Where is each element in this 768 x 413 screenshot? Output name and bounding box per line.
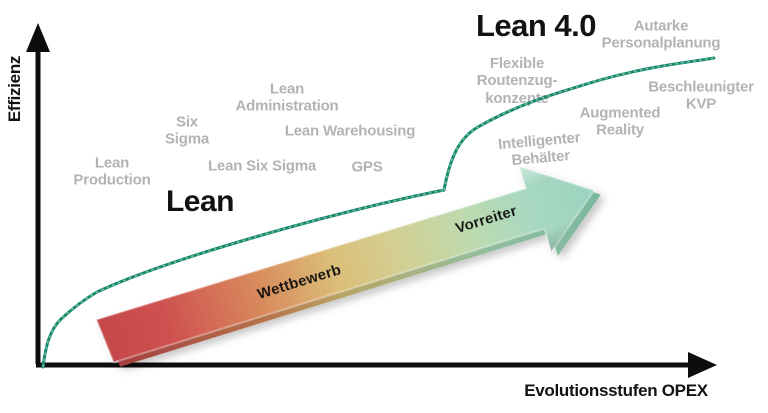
evolution-arrow-bevel (96, 166, 595, 363)
label-beschleunigter-kvp: Beschleunigter KVP (648, 78, 754, 113)
label-augmented-reality: Augmented Reality (579, 104, 661, 139)
curve-lean40-phase (442, 56, 716, 192)
arrow-stage1-label: Wettbewerb (255, 261, 343, 303)
efficiency-curve (41, 56, 716, 369)
label-lean-administration: Lean Administration (235, 80, 339, 115)
label-flexible-routenzugkonzepte: Flexible Routenzug- konzepte (476, 54, 558, 107)
curve-texture-overlay-1 (42, 189, 445, 368)
label-six-sigma: Six Sigma (164, 113, 210, 148)
x-axis (36, 352, 717, 378)
label-lean-six-sigma: Lean Six Sigma (207, 157, 317, 175)
evolution-arrow-depth (102, 170, 601, 367)
y-axis (26, 23, 50, 364)
label-autarke-personalplanung: Autarke Personalplanung (601, 17, 721, 52)
label-lean-production: Lean Production (73, 154, 151, 189)
label-lean-warehousing: Lean Warehousing (284, 122, 416, 140)
title-lean-40: Lean 4.0 (475, 8, 597, 43)
y-axis-label: Effizienz (5, 55, 24, 123)
x-axis-arrowhead-icon (688, 352, 717, 378)
title-lean: Lean (165, 185, 235, 218)
y-axis-arrowhead-icon (26, 23, 50, 52)
evolution-arrow: Wettbewerb Vorreiter (95, 165, 601, 367)
arrow-stage2-label: Vorreiter (453, 202, 518, 237)
curve-texture-overlay-2 (443, 57, 715, 191)
curve-lean-phase (41, 188, 446, 369)
evolution-arrow-body (95, 165, 596, 364)
x-axis-label: Evolutionsstufen OPEX (524, 381, 708, 400)
label-gps: GPS (351, 158, 383, 176)
label-intelligenter-behaelter: Intelligenter Behälter (497, 129, 582, 170)
